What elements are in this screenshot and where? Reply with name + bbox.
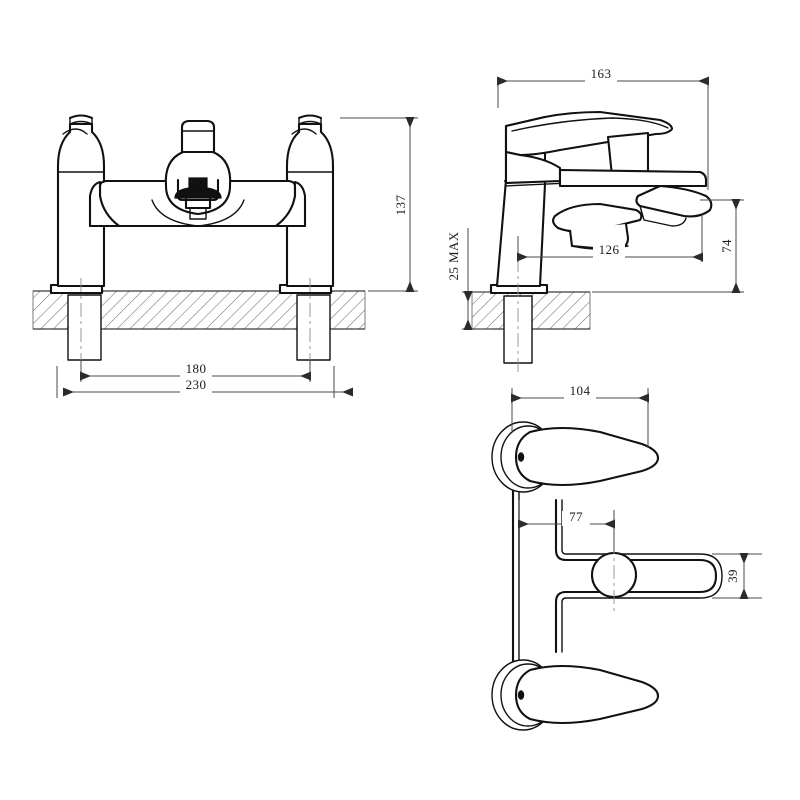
front-left-pillar-body — [56, 122, 106, 288]
plan-bottom-handle — [491, 659, 660, 731]
front-nozzle-skirt — [184, 196, 212, 210]
side-handle-lever — [552, 202, 643, 233]
dimension-height-137: 137 — [340, 117, 418, 292]
dimension-label-180: 180 — [186, 361, 207, 376]
front-diverter-head — [151, 119, 245, 227]
front-right-cap-dome — [291, 128, 317, 135]
plan-bottom-lever — [514, 664, 660, 725]
dimension-label-104: 104 — [570, 383, 591, 398]
side-tail-pipe — [503, 295, 533, 364]
label-mask-77 — [562, 511, 590, 526]
dimension-label-39: 39 — [725, 569, 740, 583]
front-right-handle-assembly — [278, 114, 335, 372]
front-right-pillar-body — [285, 122, 335, 288]
front-nozzle-tip — [189, 207, 207, 220]
label-mask-126 — [593, 244, 625, 259]
side-lever-neck — [504, 150, 562, 185]
label-mask-104 — [564, 385, 596, 400]
dimension-label-137: 137 — [393, 195, 408, 216]
dimension-plan-104: 104 — [511, 383, 649, 448]
label-mask-180 — [180, 363, 212, 378]
plan-spout-outline-inner — [561, 499, 723, 653]
front-left-handle-assembly — [49, 114, 106, 372]
dimension-plan-77: 77 — [518, 500, 615, 552]
plan-bottom-index-marker — [517, 690, 525, 700]
side-spout-deck — [558, 168, 708, 188]
side-lever-blade — [504, 110, 674, 157]
front-left-cap-top — [68, 114, 94, 120]
side-spout-nose-under — [639, 205, 687, 227]
dimension-label-230: 230 — [186, 377, 207, 392]
plan-top-handle — [491, 421, 660, 493]
side-lever-blade-highlight — [511, 117, 669, 132]
plan-spout-outline — [554, 498, 718, 654]
side-spout-nose — [635, 184, 713, 218]
dimension-spout-126: 126 — [517, 214, 703, 262]
dimension-centres-180: 180 — [80, 360, 311, 382]
side-elevation-view: 163 126 74 25 MAX — [446, 66, 744, 372]
dimension-label-77: 77 — [569, 509, 583, 524]
front-diverter-stem — [180, 119, 216, 154]
front-outlet-nozzle — [174, 177, 222, 199]
label-mask-163 — [585, 68, 617, 83]
dimension-length-163: 163 — [497, 66, 709, 190]
plan-top-index-marker — [517, 452, 525, 462]
front-elevation-view: 137 180 230 — [32, 114, 418, 398]
front-right-cap-top — [297, 114, 323, 120]
dimension-width-230: 230 — [56, 366, 353, 398]
front-right-cap-ring — [298, 120, 322, 125]
front-left-cap-ring — [69, 120, 93, 125]
plan-top-lever — [514, 426, 660, 487]
label-mask-230 — [180, 379, 212, 394]
front-right-tail-pipe — [296, 294, 331, 361]
dimension-plan-39: 39 — [712, 553, 762, 599]
dimension-deck-25max: 25 MAX — [446, 228, 490, 330]
side-diverter-knob — [606, 131, 650, 178]
dimension-height-74: 74 — [592, 199, 744, 293]
dimension-label-126: 126 — [599, 242, 620, 257]
dimension-label-163: 163 — [591, 66, 612, 81]
front-left-tail-pipe — [67, 294, 102, 361]
dimension-label-25max: 25 MAX — [446, 231, 461, 280]
plan-view: 104 77 39 — [491, 383, 762, 731]
front-diverter-belly — [151, 199, 245, 227]
dimension-label-74: 74 — [719, 239, 734, 253]
front-left-cap-dome — [62, 128, 88, 135]
